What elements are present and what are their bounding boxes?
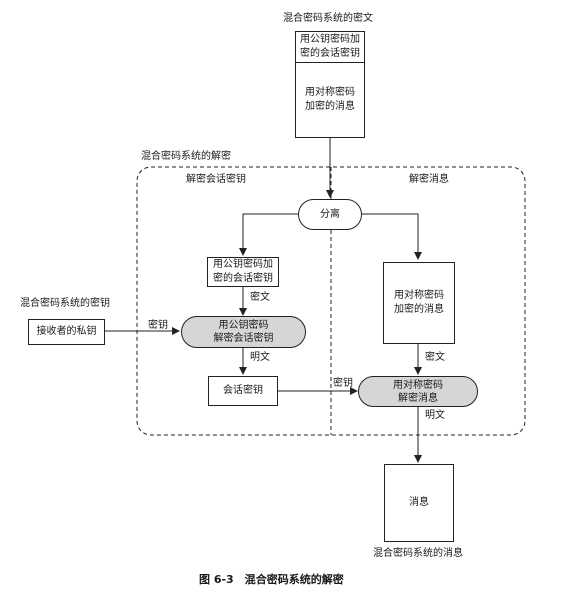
figure-caption: 图 6-3 混合密码系统的解密 (199, 573, 344, 586)
message-box: 消息 (384, 464, 454, 542)
right-region-title: 解密消息 (409, 174, 449, 185)
right-plaintext-label: 明文 (425, 410, 445, 421)
top-msg-line-2: 加密的消息 (305, 101, 355, 112)
right-ciphertext-label: 密文 (425, 352, 445, 363)
enc-msg-line-1: 用对称密码 (394, 290, 444, 301)
sym-decrypt-line-1: 用对称密码 (393, 379, 443, 391)
pk-decrypt-line-2: 解密会话密钥 (213, 333, 274, 344)
private-key-box: 接收者的私钥 (28, 319, 105, 345)
top-msg-line-1: 用对称密码 (305, 87, 355, 98)
top-key-line-1: 用公钥密码加 (300, 34, 360, 45)
split-node: 分离 (298, 199, 362, 230)
public-key-decrypt-node: 用公钥密码 解密会话密钥 (181, 316, 306, 348)
top-key-part: 用公钥密码加 密的会话密钥 (296, 32, 364, 62)
left-ciphertext-label: 密文 (250, 292, 270, 303)
enc-key-line-1: 用公钥密码加 (213, 259, 273, 270)
pk-decrypt-line-1: 用公钥密码 (218, 320, 269, 331)
encrypted-message-box: 用对称密码 加密的消息 (383, 262, 455, 344)
arrow-split-to-right (362, 213, 422, 260)
top-key-line-2: 密的会话密钥 (300, 48, 360, 59)
private-key-label: 混合密码系统的密钥 (20, 298, 110, 309)
region-title: 混合密码系统的解密 (141, 151, 231, 162)
private-key-arrow-label: 密钥 (148, 320, 168, 331)
left-plaintext-label: 明文 (250, 352, 270, 363)
symmetric-decrypt-node: 用对称密码 解密消息 (358, 376, 478, 407)
enc-msg-line-2: 加密的消息 (394, 304, 444, 315)
top-ciphertext-box: 用公钥密码加 密的会话密钥 用对称密码 加密的消息 (295, 31, 365, 138)
message-label: 混合密码系统的消息 (373, 548, 463, 559)
arrow-split-to-left (239, 213, 298, 256)
session-key-box: 会话密钥 (208, 376, 278, 406)
left-region-title: 解密会话密钥 (186, 174, 246, 185)
sym-decrypt-line-2: 解密消息 (398, 392, 438, 404)
session-key-arrow-label: 密钥 (333, 378, 353, 389)
top-msg-part: 用对称密码 加密的消息 (296, 62, 364, 137)
encrypted-session-key-box: 用公钥密码加 密的会话密钥 (207, 257, 279, 287)
enc-key-line-2: 密的会话密钥 (213, 273, 273, 284)
top-ciphertext-label: 混合密码系统的密文 (283, 13, 373, 24)
